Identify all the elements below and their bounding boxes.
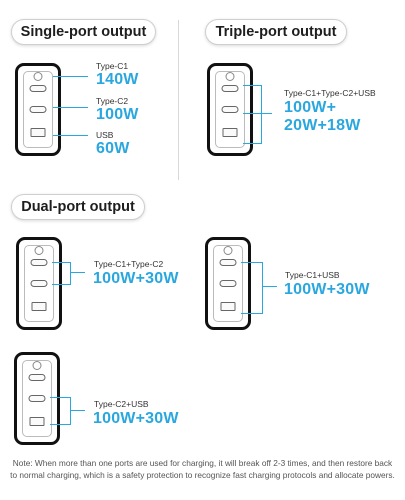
charger-dual-c2-usb — [14, 352, 60, 445]
logo-icon — [34, 246, 44, 255]
logo-icon — [223, 246, 233, 255]
label-c1-usb: Type-C1+USB — [285, 270, 340, 280]
bracket-triple — [243, 85, 262, 144]
usb-c1-port-icon — [29, 85, 47, 92]
label-c1: Type-C1 — [96, 61, 129, 71]
usb-c2-port-icon — [28, 395, 46, 402]
usb-c2-port-icon — [29, 106, 47, 113]
charger-face — [24, 245, 54, 322]
power-c2-usb: 100W+30W — [93, 410, 179, 427]
label-usb: USB — [96, 130, 114, 140]
label-triple: Type-C1+Type-C2+USB — [284, 88, 376, 98]
connector-triple-mid — [243, 113, 261, 114]
logo-icon — [225, 72, 235, 81]
footer-note: Note: When more than one ports are used … — [10, 458, 395, 480]
charger-single — [15, 63, 61, 156]
charger-dual-c1-c2 — [16, 237, 62, 330]
usb-c2-port-icon — [221, 106, 239, 113]
power-c2: 100W — [96, 106, 139, 123]
power-c1-c2: 100W+30W — [93, 270, 179, 287]
usb-a-port-icon — [31, 302, 47, 311]
usb-c1-port-icon — [219, 259, 237, 266]
usb-c1-port-icon — [28, 374, 46, 381]
label-c2: Type-C2 — [96, 96, 129, 106]
label-c1-c2: Type-C1+Type-C2 — [94, 259, 164, 269]
dual-port-title: Dual-port output — [11, 194, 145, 220]
triple-port-title: Triple-port output — [205, 19, 347, 45]
connector-c1 — [53, 76, 88, 77]
usb-a-port-icon — [222, 128, 238, 137]
charger-face — [23, 71, 53, 148]
bracket-c1-c2 — [52, 262, 71, 285]
charger-face — [213, 245, 243, 322]
connector-c1-usb-out — [263, 286, 277, 287]
connector-triple-out — [262, 113, 272, 114]
usb-a-port-icon — [220, 302, 236, 311]
power-c1-usb: 100W+30W — [284, 281, 370, 298]
usb-c1-port-icon — [30, 259, 48, 266]
connector-usb — [53, 135, 88, 136]
usb-c2-port-icon — [30, 280, 48, 287]
charger-dual-c1-usb — [205, 237, 251, 330]
power-usb: 60W — [96, 140, 130, 157]
section-divider — [178, 20, 179, 180]
logo-icon — [32, 361, 42, 370]
logo-icon — [33, 72, 43, 81]
power-triple-line2: 20W+18W — [284, 117, 361, 134]
connector-c2-usb-out — [71, 410, 85, 411]
connector-c2 — [53, 107, 88, 108]
connector-c1-c2-out — [71, 272, 85, 273]
usb-c2-port-icon — [219, 280, 237, 287]
usb-a-port-icon — [29, 417, 45, 426]
single-port-title: Single-port output — [11, 19, 156, 45]
bracket-c2-usb — [50, 397, 71, 425]
usb-a-port-icon — [30, 128, 46, 137]
bracket-c1-usb — [241, 262, 263, 314]
power-c1: 140W — [96, 71, 139, 88]
charger-face — [215, 71, 245, 148]
label-c2-usb: Type-C2+USB — [94, 399, 149, 409]
usb-c1-port-icon — [221, 85, 239, 92]
charger-triple — [207, 63, 253, 156]
charger-face — [22, 360, 52, 437]
power-triple-line1: 100W+ — [284, 99, 337, 116]
